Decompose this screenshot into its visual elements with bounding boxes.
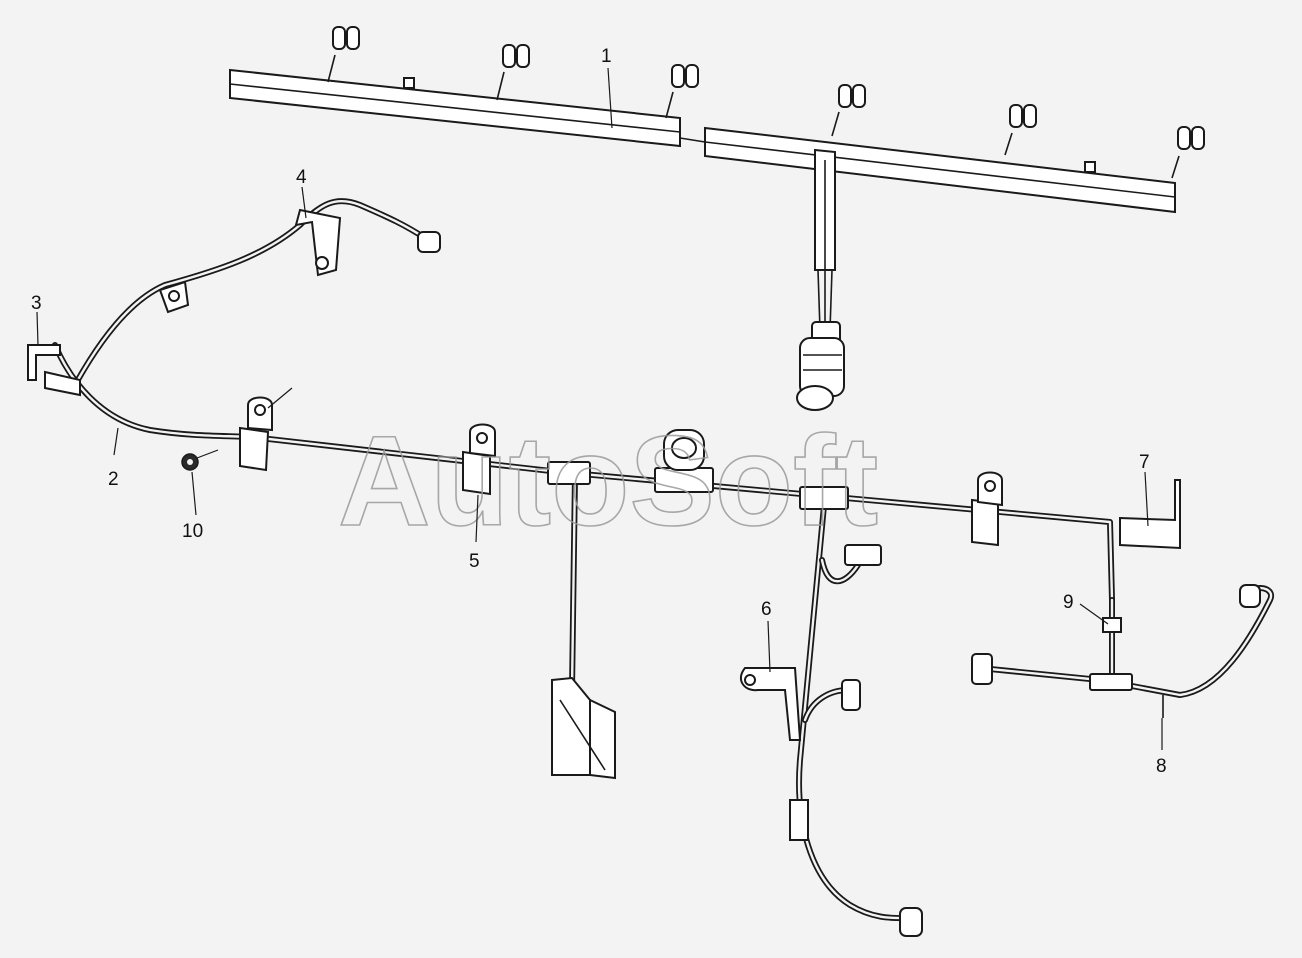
pigtail-connector: [844, 544, 882, 566]
bottom-connector: [899, 907, 923, 937]
left-end-connector: [971, 653, 993, 685]
junction-sleeve: [1089, 673, 1133, 691]
side-connector: [841, 679, 861, 711]
injector-connector: [1171, 126, 1205, 179]
main-engine-harness: [27, 198, 1275, 937]
callout-9: 9: [1063, 592, 1074, 613]
block-connector: [551, 676, 616, 780]
leader-lines: [36, 67, 1163, 750]
junction-sleeve: [799, 486, 849, 510]
callout-4: 4: [296, 167, 307, 188]
bolt: [181, 449, 219, 471]
clip-5: [239, 396, 1003, 547]
clip: [158, 280, 190, 314]
callout-8: 8: [1156, 756, 1167, 777]
callout-5: 5: [469, 551, 480, 572]
bracket-7: [1119, 479, 1181, 550]
injector-connector: [831, 84, 866, 137]
callout-1: 1: [601, 46, 612, 67]
watermark: AutoSoft: [338, 410, 878, 553]
callout-6: 6: [761, 599, 772, 620]
bracket-4: [294, 208, 342, 277]
bracket-3: [27, 344, 81, 397]
injector-connector: [327, 26, 360, 83]
junction-sleeve: [547, 461, 591, 485]
callout-7: 7: [1139, 452, 1150, 473]
end-connector: [417, 231, 441, 253]
injector-connector: [1004, 104, 1037, 156]
callout-10: 10: [182, 521, 203, 542]
injector-connector: [496, 44, 530, 101]
right-end-connector: [1239, 584, 1261, 608]
injector-rail-harness: [229, 26, 1205, 411]
clip-9: [1102, 617, 1122, 633]
callout-3: 3: [31, 293, 42, 314]
callout-2: 2: [108, 469, 119, 490]
bracket-6: [739, 667, 809, 841]
injector-connector: [665, 64, 699, 119]
round-connector: [796, 321, 845, 411]
grommet: [663, 429, 705, 471]
